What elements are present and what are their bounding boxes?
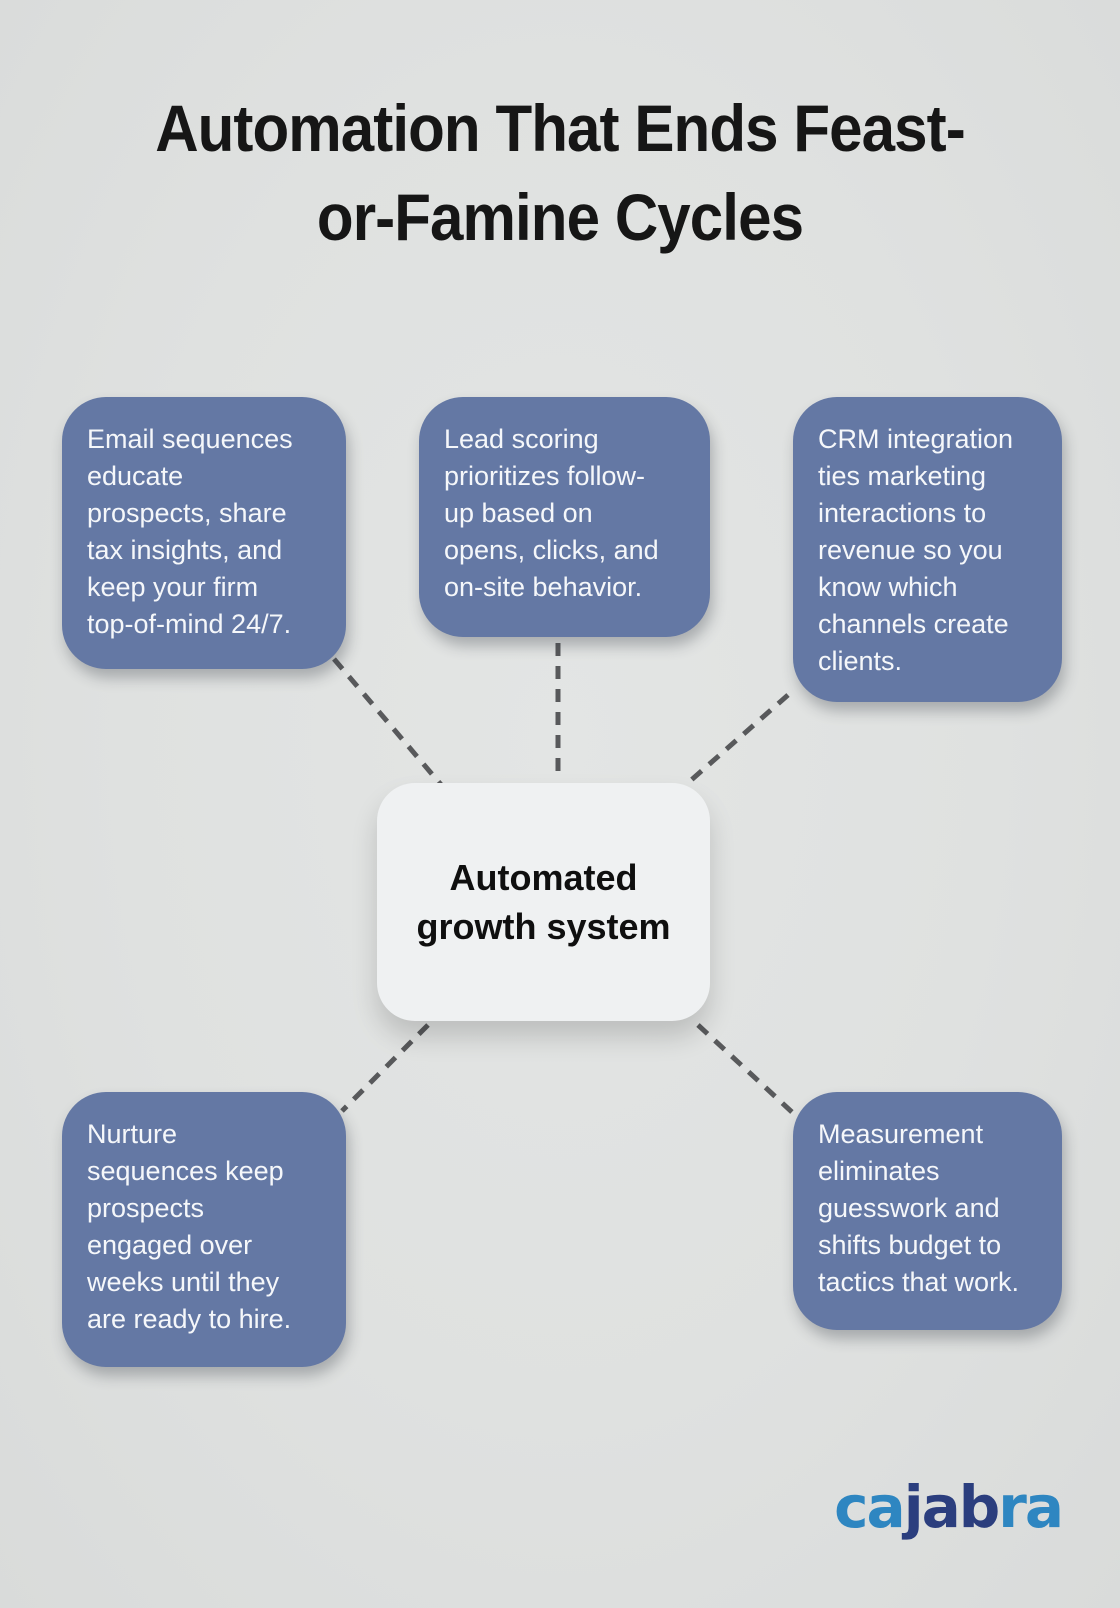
center-node-automated-growth-system: Automated growth system: [377, 783, 710, 1021]
node-measurement-text: Measurement eliminates guesswork and shi…: [818, 1119, 1020, 1297]
logo-segment-ca: ca: [834, 1473, 906, 1541]
connector-crm-to-center: [687, 693, 790, 784]
logo-segment-jab: jab: [903, 1473, 1001, 1541]
node-nurture-sequences: Nurture sequences keep prospects engaged…: [62, 1092, 346, 1367]
node-email-sequences-text: Email sequences educate prospects, share…: [87, 424, 293, 639]
connector-email-to-center: [332, 657, 445, 789]
node-email-sequences: Email sequences educate prospects, share…: [62, 397, 346, 669]
node-nurture-sequences-text: Nurture sequences keep prospects engaged…: [87, 1119, 292, 1334]
connector-nurture-to-center: [340, 1023, 430, 1113]
page-title: Automation That Ends Feast- or-Famine Cy…: [155, 91, 966, 254]
node-lead-scoring-text: Lead scoring prioritizes follow- up base…: [444, 424, 659, 602]
center-node-label: Automated growth system: [416, 857, 671, 947]
node-lead-scoring: Lead scoring prioritizes follow- up base…: [419, 397, 710, 637]
node-crm-integration: CRM integration ties marketing interacti…: [793, 397, 1062, 702]
logo-segment-ra: ra: [998, 1473, 1064, 1541]
node-measurement: Measurement eliminates guesswork and shi…: [793, 1092, 1062, 1330]
connector-measurement-to-center: [696, 1023, 795, 1115]
node-crm-integration-text: CRM integration ties marketing interacti…: [818, 424, 1014, 676]
cajabra-logo: cajabra: [834, 1478, 1064, 1536]
